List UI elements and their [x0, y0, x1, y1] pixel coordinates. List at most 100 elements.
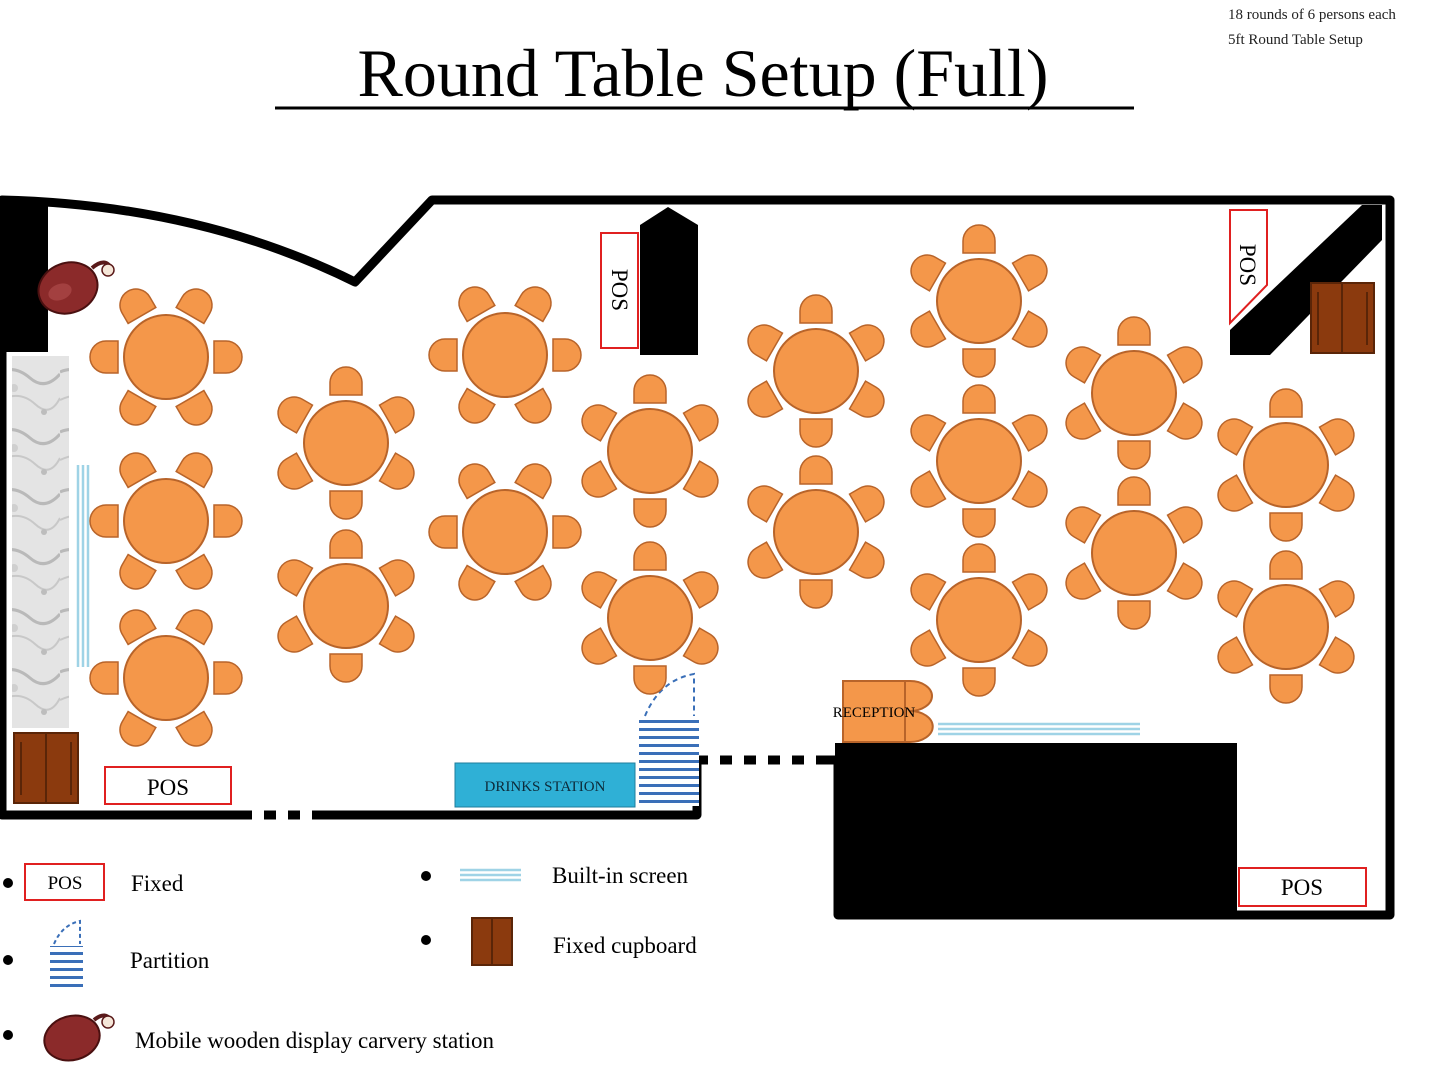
chair — [1166, 506, 1203, 544]
chair — [277, 452, 314, 490]
legend-cupboard-symbol — [471, 917, 513, 966]
chair — [1269, 512, 1303, 542]
chair — [1217, 580, 1254, 618]
chair — [910, 573, 947, 611]
chair — [1318, 636, 1355, 674]
chair — [458, 387, 496, 424]
svg-text:POS: POS — [1281, 875, 1323, 900]
table-top — [1091, 510, 1177, 596]
legend-screen-symbol — [460, 868, 521, 882]
chair — [378, 396, 415, 434]
chair — [1217, 636, 1254, 674]
legend-screen-label: Built-in screen — [552, 863, 689, 888]
round-table — [910, 224, 1048, 378]
table-top — [462, 312, 548, 398]
pos-bottom-left: POS — [104, 766, 232, 805]
round-table — [428, 463, 582, 601]
round-table — [747, 455, 885, 609]
chair — [1011, 310, 1048, 348]
chair — [458, 463, 496, 500]
round-table — [277, 366, 415, 520]
chair — [329, 653, 363, 683]
chair — [119, 710, 157, 747]
cupboard-top-right — [1310, 282, 1375, 354]
table-top — [773, 489, 859, 575]
chair — [428, 338, 458, 372]
pos-bottom-right: POS — [1238, 867, 1367, 907]
chair — [747, 485, 784, 523]
round-table — [89, 452, 243, 590]
chair — [1318, 474, 1355, 512]
chair — [799, 455, 833, 485]
cupboard-bottom-left — [13, 732, 79, 804]
chair — [848, 485, 885, 523]
chair — [514, 387, 552, 424]
chair — [514, 286, 552, 323]
partition — [639, 672, 699, 806]
page-title: Round Table Setup (Full) — [358, 35, 1049, 111]
legend-pos-symbol-label: POS — [48, 873, 83, 894]
chair — [329, 529, 363, 559]
chair — [962, 667, 996, 697]
round-table — [1065, 316, 1203, 470]
chair — [799, 579, 833, 609]
chair — [213, 504, 243, 538]
legend: POS Fixed Partition Mobile wooden displa… — [3, 863, 697, 1062]
chair — [962, 224, 996, 254]
svg-text:RECEPTION: RECEPTION — [833, 705, 916, 721]
chair — [458, 286, 496, 323]
chair — [277, 396, 314, 434]
chair — [848, 541, 885, 579]
chair — [89, 661, 119, 695]
legend-pos-symbol — [24, 863, 105, 901]
chair — [1166, 562, 1203, 600]
chair — [119, 609, 157, 646]
chair — [1011, 629, 1048, 667]
reception-desk: RECEPTION — [833, 680, 934, 743]
chair — [682, 627, 719, 665]
chair — [552, 515, 582, 549]
round-table — [89, 288, 243, 426]
chair — [1065, 562, 1102, 600]
chair — [910, 470, 947, 508]
svg-text:POS: POS — [607, 269, 632, 311]
chair — [910, 254, 947, 292]
chair — [119, 288, 157, 325]
chair — [581, 571, 618, 609]
table-top — [607, 408, 693, 494]
chair — [1117, 600, 1151, 630]
chair — [1217, 418, 1254, 456]
table-top — [123, 478, 209, 564]
round-table — [89, 609, 243, 747]
drinks-station: DRINKS STATION — [454, 762, 636, 808]
chair — [1117, 440, 1151, 470]
chair — [277, 615, 314, 653]
round-table — [1217, 388, 1355, 542]
chair — [514, 463, 552, 500]
chair — [428, 515, 458, 549]
table-top — [303, 400, 389, 486]
chair — [1117, 476, 1151, 506]
chair — [175, 710, 213, 747]
chair — [119, 389, 157, 426]
legend-partition-symbol — [50, 946, 83, 991]
note-setup: 5ft Round Table Setup — [1228, 32, 1363, 48]
chair — [175, 288, 213, 325]
round-table — [428, 286, 582, 424]
chair — [962, 384, 996, 414]
chair — [329, 490, 363, 520]
chair — [682, 571, 719, 609]
chair — [682, 404, 719, 442]
carvery-station — [37, 260, 115, 315]
chair — [747, 541, 784, 579]
chair — [910, 310, 947, 348]
table-top — [1243, 584, 1329, 670]
round-table — [1217, 550, 1355, 704]
svg-text:POS: POS — [1235, 244, 1260, 286]
chair — [213, 340, 243, 374]
table-top — [1091, 350, 1177, 436]
round-table — [581, 374, 719, 528]
round-table — [277, 529, 415, 683]
chair — [1269, 388, 1303, 418]
table-top — [123, 314, 209, 400]
